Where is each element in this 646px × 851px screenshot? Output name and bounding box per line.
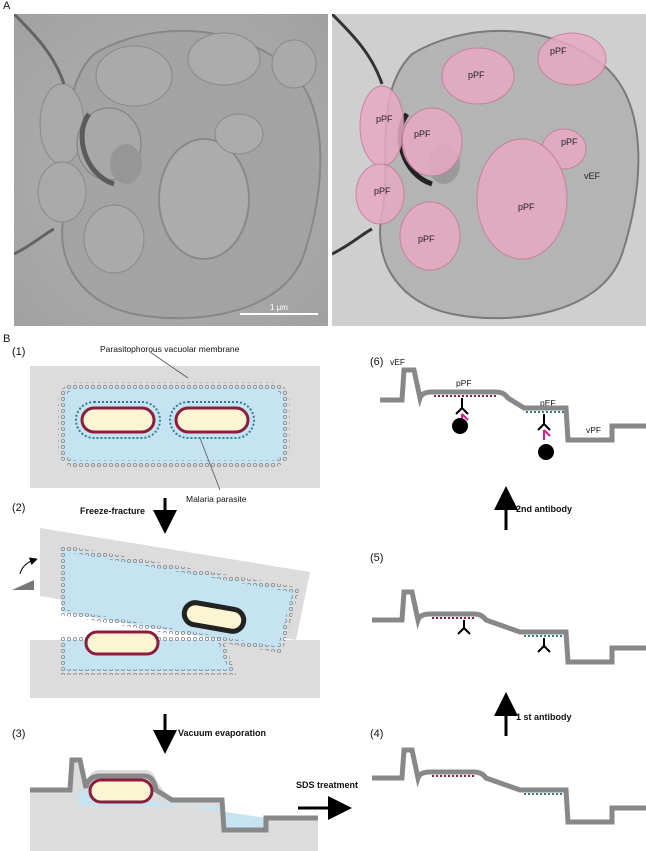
pink-region [441, 47, 515, 105]
pink-region [537, 32, 607, 86]
overlay-label: pPF [418, 234, 435, 244]
step-2-label: (2) [12, 502, 26, 514]
freeze-fracture-label: Freeze-fracture [80, 506, 146, 516]
schematic-diagram [12, 351, 646, 851]
step6-vpf: vPF [586, 425, 602, 435]
step-2-cell [12, 528, 320, 698]
second-antibody-label: 2nd antibody [516, 504, 572, 514]
em-micrograph-left: 1 μm [14, 14, 328, 326]
sds-treatment-label: SDS treatment [296, 780, 359, 790]
scale-bar-label: 1 μm [270, 303, 288, 312]
overlay-label: pPF [374, 186, 391, 196]
panel-b-letter: B [3, 333, 11, 345]
pink-region [359, 85, 405, 167]
pink-region [476, 138, 568, 260]
step-5-label: (5) [370, 552, 384, 564]
pink-region [399, 201, 461, 271]
overlay-label: pPF [518, 202, 535, 212]
overlay-label: pPF [468, 70, 485, 80]
step-1-cell [30, 351, 320, 491]
step6-pef: pEF [540, 398, 556, 408]
panel-a-letter: A [3, 0, 11, 12]
em-micrograph-right: pPF pPF pPF pPF pPF pPF pPF pPF vEF [332, 14, 646, 326]
pink-region [355, 163, 405, 225]
step-4-label: (4) [370, 728, 384, 740]
parasite-annotation: Malaria parasite [186, 494, 247, 504]
step-3-label: (3) [12, 728, 26, 740]
step-4-replica [372, 747, 646, 825]
step-3-replica [30, 757, 318, 851]
gold-particle [452, 418, 468, 434]
overlay-label: pPF [414, 129, 431, 139]
pvm-annotation: Parasitophorous vacuolar membrane [100, 344, 240, 354]
pink-region [401, 107, 463, 177]
gold-particle [538, 444, 554, 460]
step6-ppf: pPF [456, 378, 472, 388]
step-6-label: (6) [370, 356, 384, 368]
vacuum-evaporation-label: Vacuum evaporation [178, 728, 267, 738]
overlay-label: pPF [561, 137, 578, 147]
overlay-label: pPF [376, 114, 393, 124]
step-5-replica [372, 589, 646, 665]
step-6-replica [380, 367, 646, 460]
overlay-label: pPF [550, 46, 567, 56]
overlay-label: vEF [584, 171, 601, 181]
step6-vef-left: vEF [390, 357, 406, 367]
first-antibody-label: 1 st antibody [516, 712, 572, 722]
step-1-label: (1) [12, 346, 26, 358]
